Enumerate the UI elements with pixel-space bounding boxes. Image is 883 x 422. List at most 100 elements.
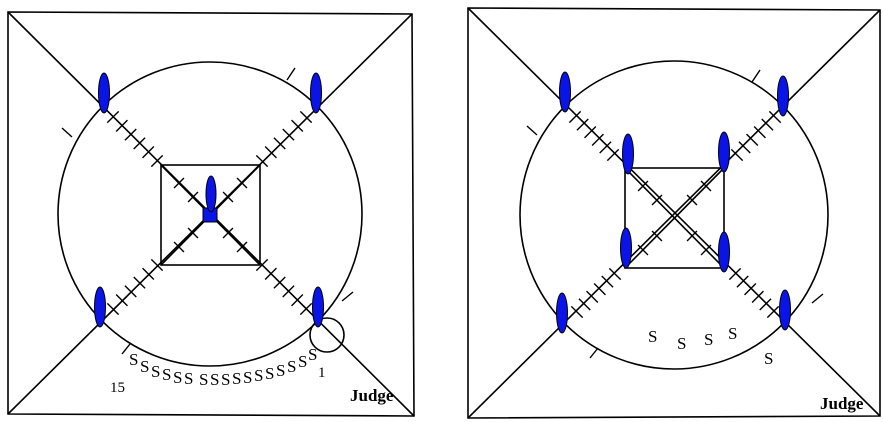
right-pawn bbox=[556, 292, 568, 334]
right-path-tick bbox=[759, 298, 772, 311]
left-judge-circle bbox=[309, 317, 345, 353]
left-path-tick bbox=[133, 276, 146, 289]
right-ticks bbox=[526, 69, 824, 359]
left-path-tick bbox=[273, 137, 286, 150]
right-path-tick bbox=[591, 133, 604, 146]
right-path-tick bbox=[766, 305, 780, 319]
right-judge-label: Judge bbox=[820, 394, 864, 413]
left-s-mark: S bbox=[265, 364, 274, 383]
left-s-mark: S bbox=[140, 357, 149, 376]
left-pawn bbox=[312, 286, 324, 328]
left-s-mark: S bbox=[199, 370, 208, 389]
right-inner-tick bbox=[651, 230, 663, 242]
left-pawn bbox=[310, 72, 322, 114]
right-path-tick bbox=[768, 110, 782, 124]
right-path-tick bbox=[608, 267, 622, 281]
right-edge-tick bbox=[526, 125, 538, 136]
left-path-tick bbox=[291, 119, 304, 132]
left-path-tick bbox=[282, 128, 295, 141]
left-path-tick bbox=[106, 302, 120, 316]
right-pawn bbox=[620, 227, 632, 269]
left-inner-tick bbox=[222, 227, 234, 239]
left-number-end: 1 bbox=[318, 365, 326, 381]
right-path-tick bbox=[744, 283, 757, 296]
right-path-tick bbox=[736, 275, 749, 288]
right-inner-tick bbox=[637, 244, 649, 256]
left-path-tick bbox=[115, 294, 128, 307]
right-path-tick bbox=[599, 141, 612, 154]
right-pawn bbox=[622, 133, 634, 175]
right-path-tick bbox=[578, 298, 591, 311]
left-inner-square bbox=[160, 164, 261, 266]
right-path-tick bbox=[576, 118, 589, 131]
left-path-tick bbox=[150, 258, 164, 272]
left-path-tick bbox=[106, 110, 120, 124]
right-path-tick bbox=[746, 133, 759, 146]
right-path-tick bbox=[586, 290, 599, 303]
right-path-tick bbox=[761, 118, 774, 131]
right-pawns bbox=[556, 71, 791, 334]
right-inner-tick bbox=[700, 244, 712, 256]
left-s-mark: S bbox=[232, 369, 241, 388]
right-inner-tick bbox=[700, 180, 712, 192]
left-edge-tick bbox=[61, 127, 73, 138]
right-edge-tick bbox=[811, 293, 824, 304]
right-edge-tick bbox=[589, 347, 599, 359]
left-path-tick bbox=[264, 267, 277, 280]
right-path-tick bbox=[568, 110, 582, 124]
left-path-tick bbox=[264, 146, 277, 159]
left-inner-tick bbox=[187, 191, 199, 203]
left-board: S S S S S S S S S S S S S S S S S 15 1 J… bbox=[7, 11, 415, 417]
left-inner-tick bbox=[187, 227, 199, 239]
left-inner-tick bbox=[173, 177, 185, 189]
left-path-tick bbox=[150, 154, 164, 168]
left-path-tick bbox=[142, 267, 155, 280]
left-inner-tick bbox=[173, 241, 185, 253]
left-path-tick bbox=[255, 154, 269, 168]
right-s-marks: S S S S S bbox=[648, 324, 773, 368]
right-path-tick bbox=[606, 148, 620, 162]
left-s-mark: S bbox=[129, 350, 138, 369]
left-s-mark: S bbox=[210, 370, 219, 389]
right-circle bbox=[519, 60, 829, 370]
left-s-mark: S bbox=[276, 361, 285, 380]
left-s-marks: S S S S S S S S S S S S S S S S S bbox=[129, 345, 317, 389]
left-edge-tick bbox=[286, 67, 296, 81]
right-pawn bbox=[718, 231, 730, 273]
right-path-tick bbox=[728, 267, 742, 281]
right-pawn bbox=[779, 289, 791, 331]
left-judge-label: Judge bbox=[350, 386, 394, 405]
right-pawn bbox=[777, 75, 789, 117]
left-s-mark: S bbox=[308, 345, 317, 364]
left-s-mark: S bbox=[162, 365, 171, 384]
right-inner-diagonal-2 bbox=[624, 167, 725, 269]
right-diagonal-1 bbox=[467, 7, 881, 417]
left-path-tick bbox=[142, 146, 155, 159]
left-path-tick bbox=[299, 110, 313, 124]
left-edge-tick bbox=[121, 343, 131, 355]
left-path-tick bbox=[255, 258, 269, 272]
right-path-tick bbox=[570, 305, 584, 319]
right-path-tick bbox=[753, 126, 766, 139]
left-s-mark: S bbox=[221, 370, 230, 389]
left-path-tick bbox=[299, 302, 313, 316]
left-path-tick bbox=[133, 137, 146, 150]
right-diagonal-2 bbox=[467, 9, 881, 419]
right-pawn bbox=[718, 131, 730, 173]
right-path-tick bbox=[730, 148, 744, 162]
right-path-tick bbox=[738, 141, 751, 154]
left-circle bbox=[57, 61, 363, 367]
left-edge-tick bbox=[341, 291, 354, 302]
right-board: S S S S S Judge bbox=[467, 7, 881, 419]
right-inner-tick bbox=[637, 180, 649, 192]
right-path-tick bbox=[584, 126, 597, 139]
left-ticks bbox=[61, 67, 354, 355]
right-inner-tick bbox=[686, 230, 698, 242]
left-s-mark: S bbox=[298, 352, 307, 371]
right-s-mark: S bbox=[728, 324, 737, 343]
right-path-tick bbox=[593, 283, 606, 296]
right-edge-tick bbox=[751, 69, 761, 83]
right-path-tick bbox=[601, 275, 614, 288]
right-s-mark: S bbox=[764, 349, 773, 368]
